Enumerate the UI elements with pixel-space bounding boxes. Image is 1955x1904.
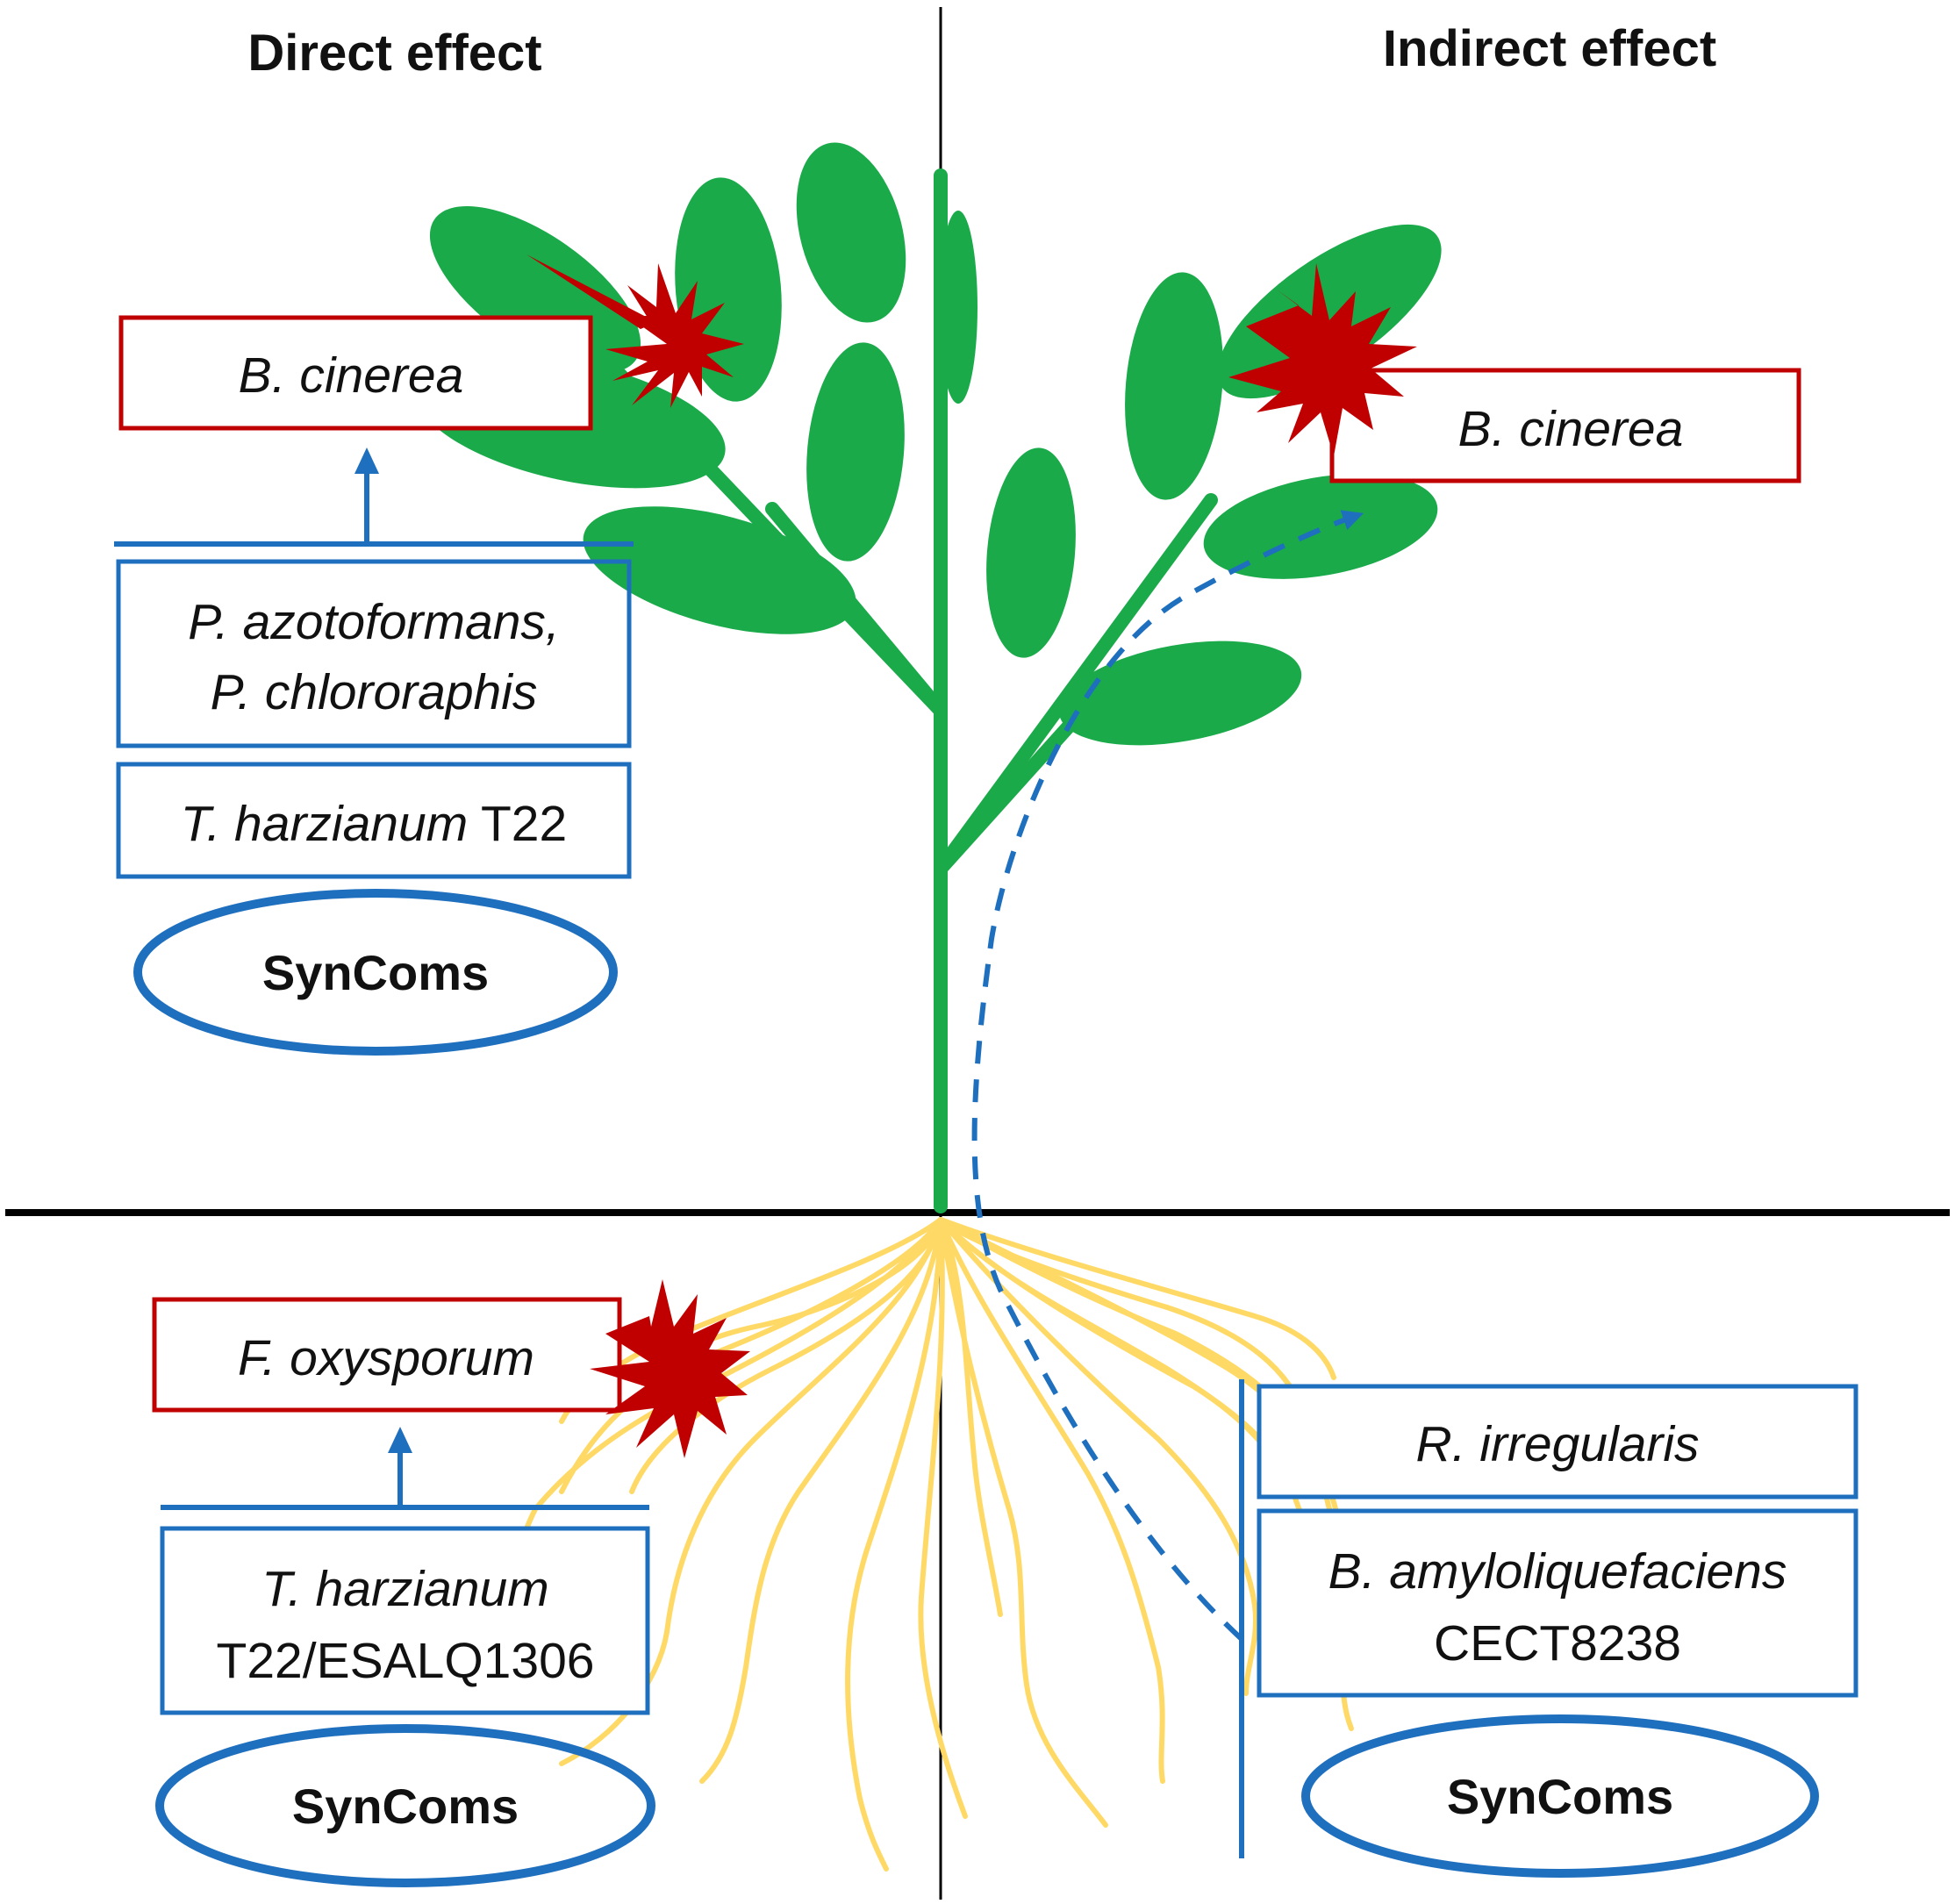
pathogen-box-b-cinerea-indirect [1329,368,1801,483]
leaf [1125,272,1223,500]
blue-arrow-icon [354,447,379,546]
agent-strain-gap [468,796,481,852]
agent-label-t22-esalq1306: T22/ESALQ1306 [217,1633,595,1689]
agent-label-cect8238: CECT8238 [1434,1615,1681,1671]
pathogen-box-b-cinerea-direct [118,315,593,431]
agent-label-r-irregularis: R. irregularis [1415,1416,1699,1472]
agent-box-b-amyloliquefaciens [1257,1508,1858,1698]
leaf [986,447,1076,658]
syncoms-label-direct-root: SynComs [292,1779,519,1834]
pathogen-label-f-oxysporum: F. oxysporum [238,1330,534,1386]
pathogen-box-f-oxysporum [152,1297,622,1413]
agent-label-p-azotoformans: P. azotoformans, [188,594,560,650]
blue-arrow-icon [388,1427,412,1507]
agent-box-pseudomonas [116,559,632,748]
agent-box-t-harzianum-t22 [116,762,632,879]
agent-label-t-harzianum-t22: T. harzianum T22 [181,796,567,852]
direct-effect-heading: Direct effect [247,25,541,82]
agent-box-r-irregularis [1257,1384,1858,1500]
plant-shoot [415,142,1442,1213]
agent-label-t-harzianum-root: T. harzianum [261,1561,548,1617]
syncoms-label-direct-shoot: SynComs [262,945,489,1000]
leaf [796,142,906,323]
leaf [806,342,905,562]
indirect-effect-heading: Indirect effect [1383,20,1716,77]
red-starburst-icon [526,254,744,408]
agent-box-t-harzianum-root [160,1526,650,1715]
leaf [939,211,978,404]
syncoms-ellipse-direct-shoot [133,889,618,1056]
syncoms-ellipse-direct-root [155,1724,655,1887]
syncoms-label-indirect-root: SynComs [1447,1769,1673,1824]
pathogen-label-b-cinerea-indirect: B. cinerea [1458,401,1684,457]
leaf [1203,474,1438,579]
red-starburst-icon [590,1279,750,1458]
leaf [583,506,856,634]
agent-label-b-amyloliquefaciens: B. amyloliquefaciens [1328,1543,1787,1600]
red-starburst-icon [1228,263,1417,456]
leaf [1058,641,1302,746]
agent-species-t-harzianum: T. harzianum [181,796,468,852]
leaf [1217,224,1442,399]
induced-resistance-arrow [971,510,1364,1642]
agent-strain-t22: T22 [481,796,567,852]
agent-label-p-chlororaphis: P. chlororaphis [211,664,538,720]
syncoms-ellipse-indirect-root [1301,1714,1819,1878]
pathogen-label-b-cinerea-direct: B. cinerea [239,347,464,404]
